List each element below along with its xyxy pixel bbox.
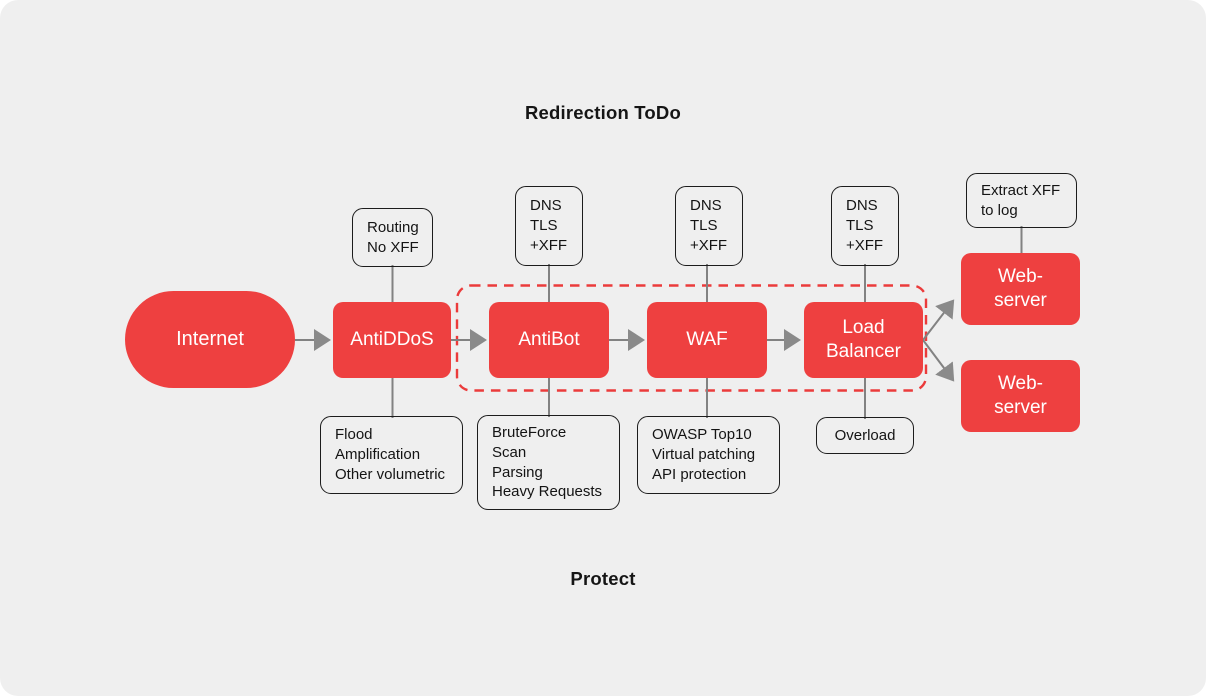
note-dns-tls-xff-waf: DNS TLS +XFF <box>675 186 743 266</box>
note-dns-tls-xff-load-balancer-label: DNS TLS +XFF <box>846 197 884 254</box>
node-web-server-bottom-label: Web- server <box>994 373 1047 418</box>
note-routing-no-xff: Routing No XFF <box>352 208 433 267</box>
protect-label: Protect <box>570 568 636 589</box>
note-owasp-protection-label: OWASP Top10 Virtual patching API protect… <box>652 426 756 483</box>
node-internet: Internet <box>125 291 295 388</box>
note-dns-tls-xff-antibot-label: DNS TLS +XFF <box>530 197 568 254</box>
node-antibot-label: AntiBot <box>518 329 580 351</box>
node-web-server-bottom: Web- server <box>961 360 1080 432</box>
note-extract-xff-to-log-label: Extract XFF to log <box>981 181 1061 219</box>
node-load-balancer-label: Load Balancer <box>826 317 901 362</box>
note-extract-xff-to-log: Extract XFF to log <box>966 173 1077 228</box>
diagram-title: Redirection ToDo <box>525 102 681 123</box>
note-dns-tls-xff-waf-label: DNS TLS +XFF <box>690 197 728 254</box>
node-internet-label: Internet <box>176 327 244 350</box>
note-flood-attacks: Flood Amplification Other volumetric <box>320 416 463 494</box>
node-antibot: AntiBot <box>489 302 609 378</box>
node-web-server-top: Web- server <box>961 253 1080 325</box>
note-routing-no-xff-label: Routing No XFF <box>367 218 419 256</box>
node-antiddos-label: AntiDDoS <box>350 329 434 351</box>
note-overload: Overload <box>816 417 914 454</box>
note-flood-attacks-label: Flood Amplification Other volumetric <box>335 426 446 483</box>
note-dns-tls-xff-antibot: DNS TLS +XFF <box>515 186 583 266</box>
node-waf: WAF <box>647 302 767 378</box>
note-bruteforce-attacks-label: BruteForce Scan Parsing Heavy Requests <box>492 423 603 501</box>
note-overload-label: Overload <box>834 426 896 444</box>
node-waf-label: WAF <box>686 329 728 351</box>
note-bruteforce-attacks: BruteForce Scan Parsing Heavy Requests <box>477 415 620 510</box>
note-owasp-protection: OWASP Top10 Virtual patching API protect… <box>637 416 780 494</box>
node-antiddos: AntiDDoS <box>333 302 451 378</box>
node-load-balancer: Load Balancer <box>804 302 923 378</box>
note-dns-tls-xff-load-balancer: DNS TLS +XFF <box>831 186 899 266</box>
node-web-server-top-label: Web- server <box>994 266 1047 311</box>
